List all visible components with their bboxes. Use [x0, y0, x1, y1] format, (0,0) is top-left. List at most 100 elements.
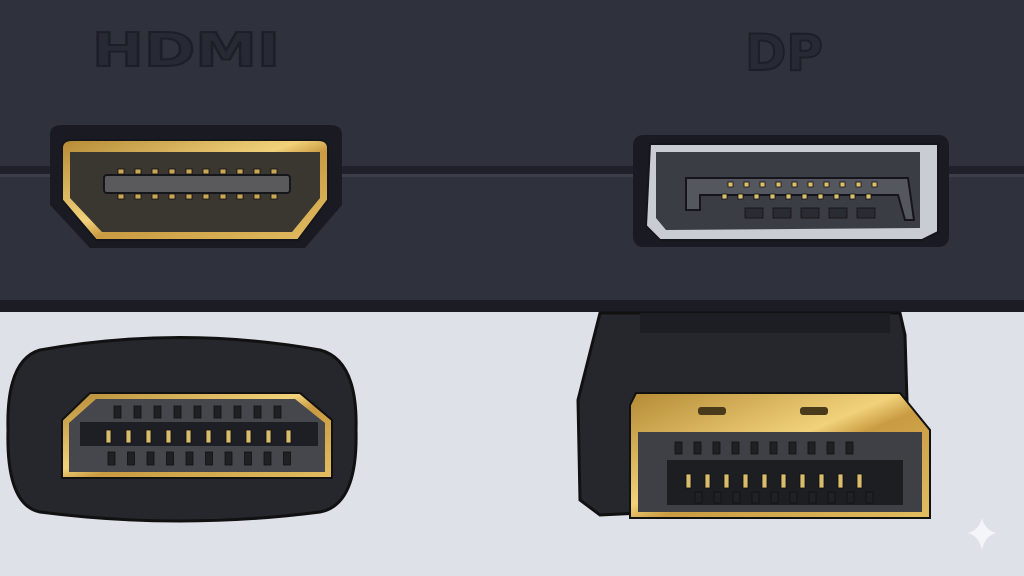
- connector-pin: [791, 181, 798, 188]
- connector-pin: [827, 491, 836, 504]
- connector-pin: [146, 451, 155, 466]
- connector-pin: [789, 491, 798, 504]
- connector-pin: [727, 181, 734, 188]
- connector-pin: [283, 451, 291, 466]
- connector-pin: [743, 181, 750, 188]
- connector-pin: [134, 193, 142, 200]
- connector-pin: [713, 491, 722, 504]
- connector-pin: [775, 181, 782, 188]
- hdmi-plug: [6, 336, 358, 523]
- connector-pin: [750, 441, 759, 455]
- connector-pin: [151, 168, 159, 175]
- connector-pin: [856, 207, 876, 219]
- connector-pin: [751, 491, 760, 504]
- connector-pin: [694, 491, 703, 504]
- connector-pin: [253, 193, 261, 200]
- connector-pin: [865, 491, 874, 504]
- connector-pin: [828, 207, 848, 219]
- displayport-port: [633, 135, 949, 247]
- connector-pin: [693, 441, 702, 455]
- connector-pin: [849, 193, 856, 200]
- connector-pin: [772, 207, 792, 219]
- connector-pin: [263, 451, 272, 466]
- connector-pin: [245, 429, 252, 444]
- connector-pin: [253, 405, 262, 419]
- connector-pin: [166, 451, 174, 466]
- connector-pin: [133, 405, 142, 419]
- connector-pin: [107, 451, 116, 466]
- connector-pin: [721, 193, 728, 200]
- connector-pin: [125, 429, 132, 444]
- connector-pin: [168, 168, 176, 175]
- connector-pin: [151, 193, 159, 200]
- connector-pin: [273, 405, 282, 419]
- connector-pin: [823, 181, 830, 188]
- connector-pin: [674, 441, 683, 455]
- connector-pin: [219, 193, 227, 200]
- connector-pin: [788, 441, 797, 455]
- connector-pin: [168, 193, 176, 200]
- connector-pin: [799, 473, 806, 489]
- connector-pin: [839, 181, 846, 188]
- connector-pin: [185, 429, 192, 444]
- connector-pin: [233, 405, 242, 419]
- connector-pin: [817, 193, 824, 200]
- connector-pin: [761, 473, 768, 489]
- connector-pin: [270, 193, 278, 200]
- connector-pin: [185, 451, 194, 466]
- connector-pin: [165, 429, 172, 444]
- connector-pin: [285, 429, 292, 444]
- connector-pin: [712, 441, 721, 455]
- connector-pin: [219, 168, 227, 175]
- connector-pin: [807, 441, 816, 455]
- connector-pin: [855, 181, 862, 188]
- connector-pin: [785, 193, 792, 200]
- connector-pin: [845, 441, 854, 455]
- connector-pin: [185, 193, 193, 200]
- connector-pin: [205, 429, 212, 444]
- displayport-plug: [576, 311, 931, 519]
- connector-pin: [117, 193, 125, 200]
- connector-pin: [685, 473, 692, 489]
- connector-pin: [193, 405, 202, 419]
- connector-pin: [134, 168, 142, 175]
- connector-pin: [865, 193, 872, 200]
- connector-pin: [127, 451, 135, 466]
- connector-pin: [236, 168, 244, 175]
- connector-pin: [742, 473, 749, 489]
- connector-pin: [871, 181, 878, 188]
- connector-pin: [117, 168, 125, 175]
- connector-pin: [202, 193, 210, 200]
- connector-pin: [800, 207, 820, 219]
- connector-pin: [808, 491, 817, 504]
- connector-pin: [153, 405, 162, 419]
- connector-pin: [818, 473, 825, 489]
- connector-pin: [105, 429, 112, 444]
- dp-label: DP: [745, 24, 823, 82]
- connector-pin: [704, 473, 711, 489]
- connector-pin: [846, 491, 855, 504]
- connector-pin: [113, 405, 122, 419]
- connector-pin: [737, 193, 744, 200]
- connector-pin: [769, 193, 776, 200]
- connector-pin: [253, 168, 261, 175]
- connector-pin: [265, 429, 272, 444]
- connector-pin: [801, 193, 808, 200]
- connector-pin: [270, 168, 278, 175]
- connector-pin: [145, 429, 152, 444]
- connector-pin: [833, 193, 840, 200]
- connector-pin: [205, 451, 213, 466]
- connector-pin: [753, 193, 760, 200]
- connector-pin: [856, 473, 863, 489]
- connector-pin: [770, 491, 779, 504]
- connector-pin: [744, 207, 764, 219]
- connector-pin: [244, 451, 252, 466]
- connector-pin: [807, 181, 814, 188]
- connector-pin: [236, 193, 244, 200]
- hdmi-port: [50, 125, 342, 248]
- connector-pin: [731, 441, 740, 455]
- connector-pin: [780, 473, 787, 489]
- connector-pin: [225, 429, 232, 444]
- connector-pin: [213, 405, 222, 419]
